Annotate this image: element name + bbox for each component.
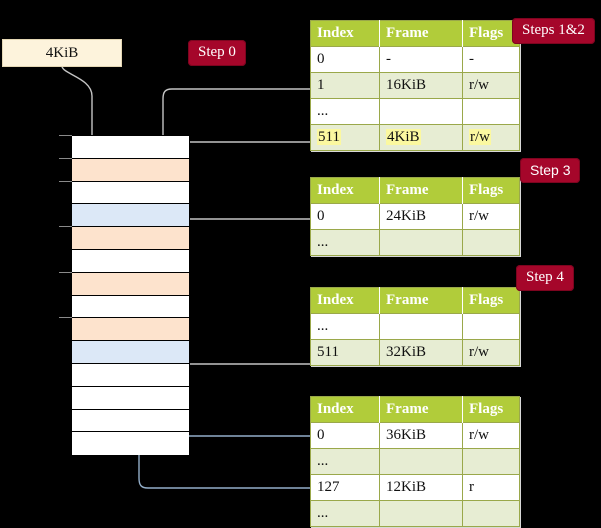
memory-frame-row xyxy=(72,341,189,364)
cell-frame: - xyxy=(379,46,463,73)
highlighted-value: r/w xyxy=(469,129,491,145)
page-table-row: ... xyxy=(310,98,520,125)
column-header-frame: Frame xyxy=(379,20,463,47)
cell-frame xyxy=(379,500,463,527)
column-header-flags: Flags xyxy=(462,177,520,204)
cell-frame xyxy=(379,98,463,125)
page-table-row: ... xyxy=(310,448,520,475)
page-table-row: ... xyxy=(310,500,520,527)
memory-frame-row xyxy=(72,363,189,387)
column-header-index: Index xyxy=(310,20,380,47)
cell-frame: 24KiB xyxy=(379,203,463,230)
cell-frame: 12KiB xyxy=(379,474,463,501)
cell-flags xyxy=(462,500,520,527)
badge-steps-1-2: Steps 1&2 xyxy=(512,18,595,44)
connector-table2-row0-to-memory xyxy=(176,218,310,269)
memory-frame-row xyxy=(72,181,189,205)
memory-frame-row xyxy=(72,432,189,456)
cell-frame xyxy=(379,448,463,475)
memory-frame-row xyxy=(72,272,189,296)
cell-flags xyxy=(462,313,520,340)
connector-table3-row511-to-memory xyxy=(170,299,310,365)
cell-index: ... xyxy=(310,500,380,527)
memory-frame-row xyxy=(72,158,189,182)
page-table-row: 511 4KiB r/w xyxy=(310,124,520,151)
highlighted-value: 4KiB xyxy=(386,129,421,145)
connector-table1-row511-to-memory xyxy=(172,141,310,246)
physical-memory-column xyxy=(71,135,190,456)
cell-frame: 32KiB xyxy=(379,339,463,366)
column-header-flags: Flags xyxy=(462,396,520,423)
cell-flags: - xyxy=(462,46,520,73)
memory-row-tick xyxy=(59,271,72,273)
memory-frame-row xyxy=(72,136,189,159)
highlighted-value: 511 xyxy=(317,129,341,145)
memory-frame-row xyxy=(72,249,189,273)
cell-flags xyxy=(462,229,520,256)
column-header-frame: Frame xyxy=(379,396,463,423)
cell-frame: 4KiB xyxy=(379,124,463,151)
cell-frame: 36KiB xyxy=(379,422,463,449)
memory-frame-row xyxy=(72,204,189,228)
cell-index: 127 xyxy=(310,474,380,501)
memory-row-tick xyxy=(59,180,72,182)
cell-index: 511 xyxy=(310,124,380,151)
page-table-row: 0-- xyxy=(310,46,520,73)
virtual-page-box: 4KiB xyxy=(2,39,122,67)
badge-step-4: Step 4 xyxy=(516,265,574,291)
page-table-row: ... xyxy=(310,313,520,340)
column-header-flags: Flags xyxy=(462,287,520,314)
cell-index: 0 xyxy=(310,203,380,230)
column-header-flags: Flags xyxy=(462,20,520,47)
column-header-index: Index xyxy=(310,177,380,204)
memory-row-tick xyxy=(59,135,72,136)
cell-flags: r/w xyxy=(462,422,520,449)
column-header-index: Index xyxy=(310,287,380,314)
column-header-index: Index xyxy=(310,396,380,423)
memory-row-tick xyxy=(59,226,72,228)
cell-flags: r/w xyxy=(462,72,520,99)
virtual-page-label: 4KiB xyxy=(45,45,79,61)
cell-index: ... xyxy=(310,98,380,125)
memory-frame-row xyxy=(72,318,189,342)
badge-step-0: Step 0 xyxy=(188,40,246,66)
cell-frame xyxy=(379,229,463,256)
cell-frame: 16KiB xyxy=(379,72,463,99)
cell-flags xyxy=(462,98,520,125)
page-table-row: ... xyxy=(310,229,520,256)
memory-frame-row xyxy=(72,295,189,319)
badge-step-3: Step 3 xyxy=(520,158,581,183)
cell-index: ... xyxy=(310,229,380,256)
cell-index: ... xyxy=(310,313,380,340)
memory-frame-row xyxy=(72,386,189,410)
cell-flags xyxy=(462,448,520,475)
cell-flags: r/w xyxy=(462,203,520,230)
cell-index: 0 xyxy=(310,46,380,73)
cell-flags: r xyxy=(462,474,520,501)
cell-index: 511 xyxy=(310,339,380,366)
cell-index: 0 xyxy=(310,422,380,449)
cell-flags: r/w xyxy=(462,124,520,151)
cell-index: 1 xyxy=(310,72,380,99)
cell-index: ... xyxy=(310,448,380,475)
cell-frame xyxy=(379,313,463,340)
cell-flags: r/w xyxy=(462,339,520,366)
column-header-frame: Frame xyxy=(379,177,463,204)
memory-frame-row xyxy=(72,409,189,433)
column-header-frame: Frame xyxy=(379,287,463,314)
memory-row-tick xyxy=(59,157,72,159)
memory-frame-row xyxy=(72,227,189,250)
memory-row-tick xyxy=(59,317,72,319)
